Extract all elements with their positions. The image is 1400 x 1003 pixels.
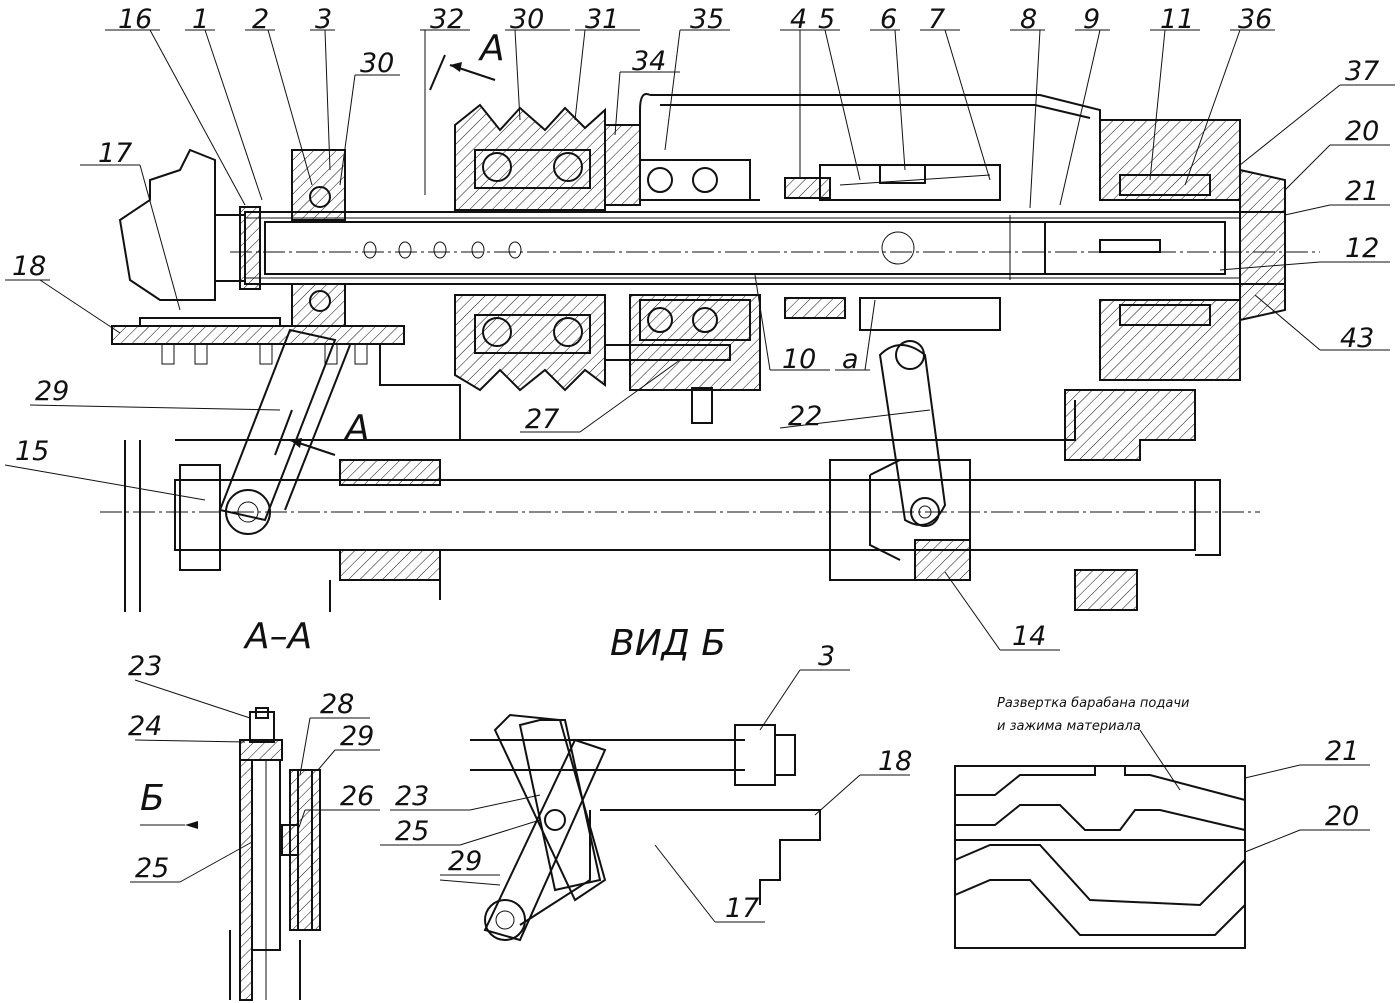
label-1: 1 <box>192 4 209 35</box>
label-b-25: 25 <box>395 816 429 847</box>
label-aa-29: 29 <box>340 721 374 752</box>
label-8: 8 <box>1020 4 1037 35</box>
view-b <box>380 669 910 942</box>
label-aa-23: 23 <box>128 651 162 682</box>
label-b-29: 29 <box>448 846 482 877</box>
label-9: 9 <box>1083 4 1100 35</box>
label-11: 11 <box>1160 4 1194 35</box>
label-b-23: 23 <box>395 781 429 812</box>
label-3: 3 <box>315 4 332 35</box>
view-b-title: ВИД Б <box>610 623 726 664</box>
leader-lines-main <box>4 29 1395 651</box>
label-35: 35 <box>690 4 724 35</box>
section-a-bottom: А <box>343 408 370 449</box>
label-drum-21: 21 <box>1325 736 1359 767</box>
label-aa-28: 28 <box>320 689 354 720</box>
label-15: 15 <box>15 436 49 467</box>
label-18: 18 <box>12 251 46 282</box>
label-5: 5 <box>818 4 835 35</box>
label-29: 29 <box>35 376 69 407</box>
label-21: 21 <box>1345 176 1379 207</box>
label-aa-26: 26 <box>340 781 374 812</box>
label-12: 12 <box>1345 233 1379 264</box>
label-27: 27 <box>525 404 559 435</box>
label-b-18: 18 <box>878 746 912 777</box>
section-a-top: А <box>478 28 505 69</box>
label-30: 30 <box>510 4 544 35</box>
label-36: 36 <box>1238 4 1272 35</box>
label-2: 2 <box>252 4 269 35</box>
label-17: 17 <box>98 138 132 169</box>
label-37: 37 <box>1345 56 1379 87</box>
label-10: 10 <box>782 344 816 375</box>
label-b-17: 17 <box>725 893 759 924</box>
view-b-letter: Б <box>140 778 165 819</box>
section-aa-title: А–А <box>243 616 312 657</box>
section-aa-view <box>130 679 380 1001</box>
label-aa-24: 24 <box>128 711 162 742</box>
label-b-3: 3 <box>818 641 835 672</box>
label-22: 22 <box>788 401 822 432</box>
label-31: 31 <box>585 4 619 35</box>
drum-development <box>954 729 1370 949</box>
label-6: 6 <box>880 4 897 35</box>
label-34: 34 <box>632 46 666 77</box>
main-section-view <box>100 54 1320 612</box>
label-a: a <box>842 344 859 375</box>
drum-title: Развертка барабана подачи <box>997 696 1189 711</box>
part-number-labels: 16 1 2 3 32 30 31 35 4 5 6 7 8 9 11 36 3… <box>12 4 1379 924</box>
label-16: 16 <box>118 4 152 35</box>
label-aa-25: 25 <box>135 853 169 884</box>
label-14: 14 <box>1012 621 1046 652</box>
label-drum-20: 20 <box>1325 801 1359 832</box>
label-32: 32 <box>430 4 464 35</box>
label-43: 43 <box>1340 323 1374 354</box>
label-4: 4 <box>790 4 807 35</box>
label-30b: 30 <box>360 48 394 79</box>
label-7: 7 <box>928 4 945 35</box>
drum-title-2: и зажима материала <box>997 719 1141 734</box>
label-20: 20 <box>1345 116 1379 147</box>
